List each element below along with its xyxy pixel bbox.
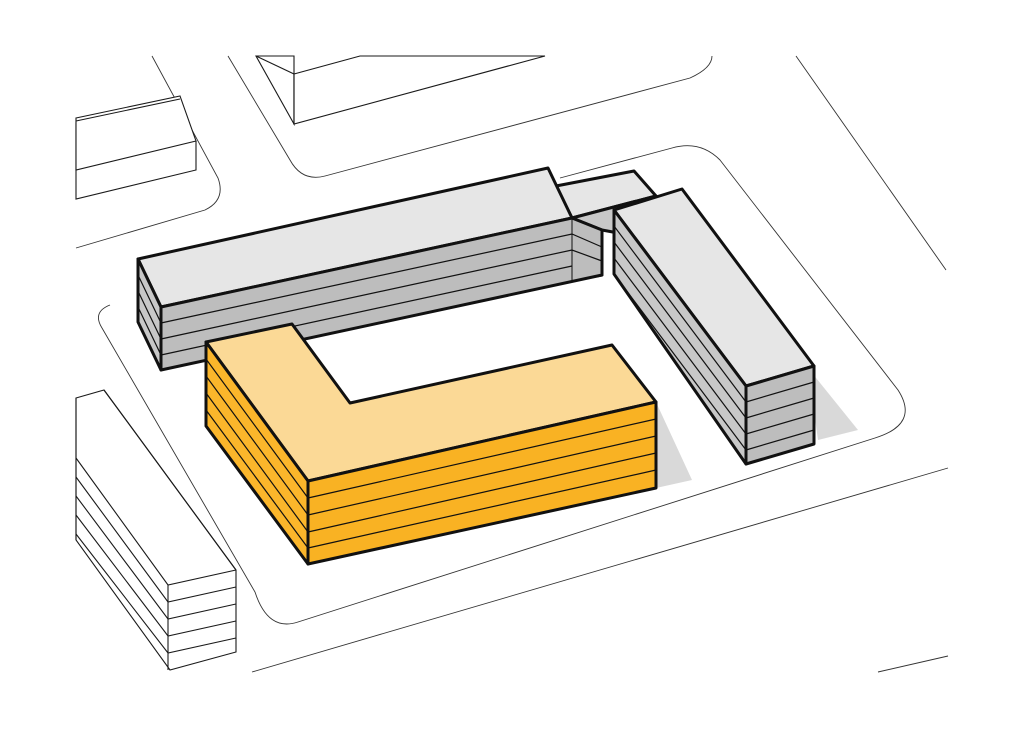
street-curb-top bbox=[227, 55, 713, 178]
street-outlines bbox=[75, 55, 949, 673]
highlighted-l-block bbox=[204, 322, 658, 566]
block-curb bbox=[97, 145, 906, 625]
context-building-top-center bbox=[255, 55, 546, 127]
building-shadows bbox=[656, 368, 858, 488]
street-curb-bottom bbox=[251, 467, 949, 673]
north-bar-block bbox=[136, 166, 604, 372]
east-bar-block bbox=[612, 187, 816, 466]
context-building-top-left bbox=[75, 95, 197, 200]
context-building-bottom-left bbox=[75, 389, 237, 671]
street-curb-bottom-right bbox=[877, 655, 949, 673]
street-curb-right bbox=[795, 55, 947, 271]
street-curb-left bbox=[75, 55, 221, 249]
